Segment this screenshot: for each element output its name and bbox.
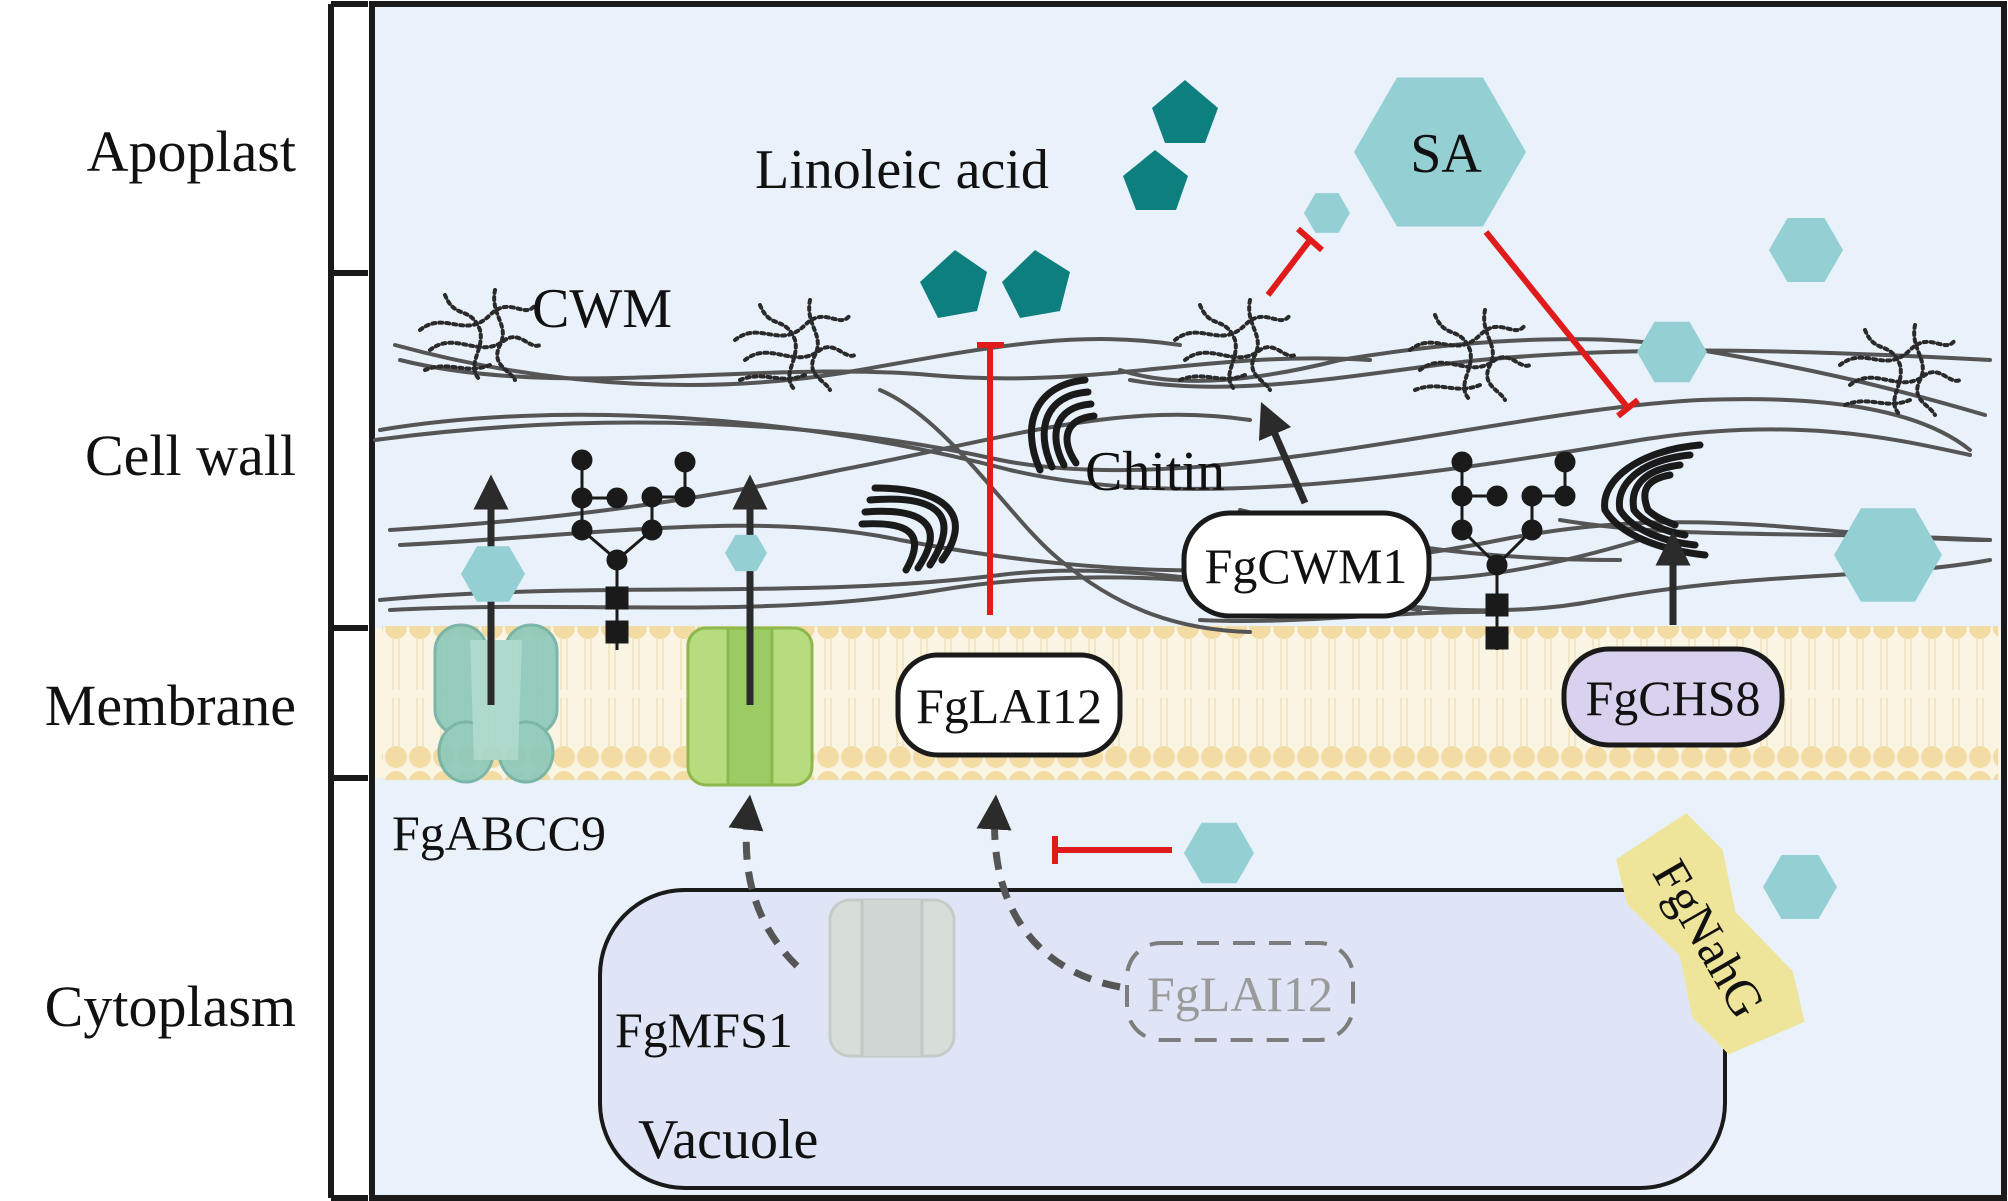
region-bracket [328, 1, 368, 1201]
region-label-cytoplasm: Cytoplasm [45, 974, 296, 1039]
fgmfs1-transporter-icon [828, 898, 956, 1058]
cwm-label: CWM [532, 278, 672, 340]
fglai12-vacuole-label: FgLAI12 [1147, 966, 1333, 1022]
region-label-membrane: Membrane [45, 673, 296, 738]
region-label-apoplast: Apoplast [87, 119, 296, 184]
fgchs8-box [1561, 646, 1785, 748]
fgcwm1-label: FgCWM1 [1205, 538, 1408, 594]
linoleic-acid-label: Linoleic acid [755, 139, 1049, 201]
glycan-tree-icon [571, 449, 1576, 650]
fgabcc9-label: FgABCC9 [392, 805, 606, 861]
fglai12-membrane-label: FgLAI12 [916, 678, 1102, 734]
cwm-network-icon [418, 288, 1962, 417]
pentagon-linoleic-icon [920, 80, 1218, 318]
vacuole-label: Vacuole [638, 1109, 818, 1171]
fgmfs1-label: FgMFS1 [615, 1002, 793, 1058]
fgnahg-enzyme: FgNahG [1616, 813, 1805, 1055]
fglai12-membrane-box [895, 652, 1123, 758]
fgabcc9-transporter-icon [433, 623, 559, 784]
fglai12-vacuole-box [1125, 941, 1355, 1042]
dashed-transport-arrows [728, 794, 1121, 991]
region-label-cell-wall: Cell wall [85, 423, 296, 488]
fgcwm1-box [1181, 510, 1432, 619]
sa-label: SA [1410, 123, 1482, 185]
chitin-label: Chitin [1085, 441, 1225, 503]
fgchs8-label: FgCHS8 [1585, 670, 1760, 726]
inhibition-lines [977, 226, 1640, 864]
activation-arrows [473, 401, 1691, 705]
chitin-arc-icon [858, 376, 1709, 574]
